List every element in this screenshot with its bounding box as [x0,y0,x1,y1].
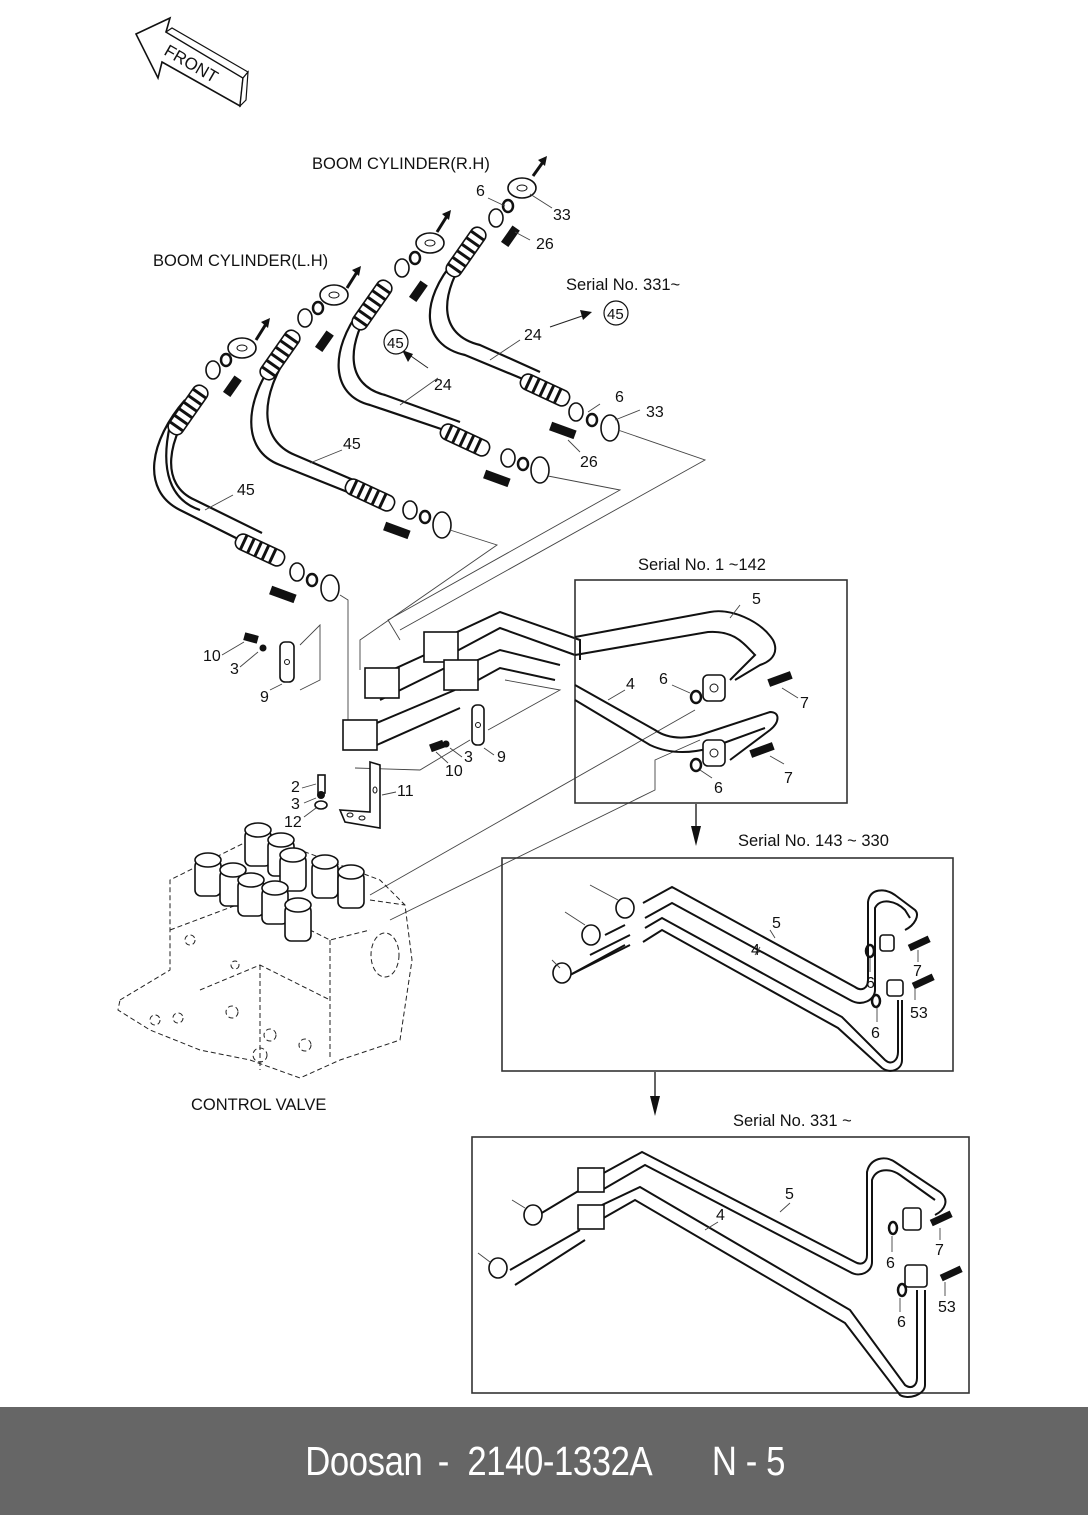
box3-callout-5: 5 [785,1186,794,1203]
hydraulic-parts-diagram: FRONT BOOM CYLINDER(R.H) BOOM CYLINDER(L… [117,16,970,1398]
reference-circle-45-b: 45 [383,329,409,355]
callout-leaders [204,193,641,511]
footer-brand: Doosan [305,1437,423,1484]
hose-assembly-group: 6 33 26 24 45 45 24 6 33 26 45 45 [153,156,707,921]
callout-9-right: 9 [497,749,506,766]
hose-end-fittings-top [205,177,537,398]
box1-callout-7-upper: 7 [800,695,809,712]
footer-part-number: 2140-1332A [467,1437,653,1484]
callout-33-top: 33 [553,207,571,224]
callout-33-mid: 33 [646,404,664,421]
mounting-bracket: 2 3 12 11 [284,760,414,831]
box1-callout-5: 5 [752,591,761,608]
detail-box-serial-1-142: 5 6 4 7 7 6 [574,579,848,804]
box1-callout-7-lower: 7 [784,770,793,787]
box3-callout-6-lower: 6 [897,1314,906,1331]
callout-26-top: 26 [536,236,554,253]
callout-26-mid: 26 [580,454,598,471]
box3-callout-53: 53 [938,1299,956,1316]
box2-callout-7: 7 [913,963,922,980]
callout-3-bracket: 3 [291,796,300,813]
callout-45-a: 45 [343,436,361,453]
callout-3-right: 3 [464,749,473,766]
footer-separator: - [437,1437,450,1484]
pipe-block [577,1167,605,1230]
reference-circle-45-a: 45 [603,300,629,326]
connection-leader-lines [299,429,707,921]
callout-24-lower: 24 [434,377,452,394]
callout-3-left: 3 [230,661,239,678]
valve-port [149,934,312,1063]
callout-6-mid: 6 [615,389,624,406]
box3-callout-6-upper: 6 [886,1255,895,1272]
caption-serial-143-330: Serial No. 143 ~ 330 [738,832,889,850]
svg-text:45: 45 [387,335,404,352]
box2-callout-4: 4 [751,942,760,959]
front-arrow-icon: FRONT [134,16,249,108]
direction-arrow-icon [254,156,592,369]
valve-solenoid [194,822,365,942]
hose-spring-guard [167,226,571,567]
callout-9-left: 9 [260,689,269,706]
callout-2: 2 [291,779,300,796]
footer-banner: Doosan - 2140-1332A N - 5 [0,1407,1088,1515]
pipe-end-fitting [552,897,635,984]
clamp-left: 10 3 9 [203,632,295,706]
callout-24-upper: 24 [524,327,542,344]
box2-callout-6-upper: 6 [866,975,875,992]
callout-10-right: 10 [445,763,463,780]
svg-text:45: 45 [607,306,624,323]
detail-box-serial-143-330: 5 4 7 6 53 6 [501,857,954,1072]
caption-control-valve: CONTROL VALVE [191,1096,326,1114]
box1-callout-4: 4 [626,676,635,693]
box3-callout-4: 4 [716,1207,725,1224]
control-valve-illustration [117,822,413,1079]
flange [702,674,726,767]
sequence-arrow-icon [691,804,701,846]
footer-page-ref: N - 5 [711,1437,786,1484]
pipe-end-fitting [488,1204,543,1279]
pipe-block [342,631,479,751]
hose-end-fittings-bottom [269,402,620,604]
callout-45-b: 45 [237,482,255,499]
box2-callout-5: 5 [772,915,781,932]
caption-serial-331-bottom: Serial No. 331 ~ [733,1112,852,1130]
pipe-block-assembly [342,610,581,751]
detail-box-serial-331: 5 4 7 6 53 6 [471,1136,970,1398]
callout-10-left: 10 [203,648,221,665]
sequence-arrow-icon [650,1072,660,1116]
clamp-right: 3 10 9 [429,704,506,780]
callout-6-top: 6 [476,183,485,200]
caption-serial-331-top: Serial No. 331~ [566,276,680,294]
callout-12: 12 [284,814,302,831]
box3-callout-7: 7 [935,1242,944,1259]
caption-serial-1-142: Serial No. 1 ~142 [638,556,766,574]
caption-boom-cylinder-rh: BOOM CYLINDER(R.H) [312,155,490,173]
caption-boom-cylinder-lh: BOOM CYLINDER(L.H) [153,252,328,270]
box1-callout-6-upper: 6 [659,671,668,688]
callout-11: 11 [397,783,414,800]
box2-callout-53: 53 [910,1005,928,1022]
footer-text: Doosan - 2140-1332A N - 5 [300,1438,788,1485]
box2-callout-6-lower: 6 [871,1025,880,1042]
box1-callout-6-lower: 6 [714,780,723,797]
